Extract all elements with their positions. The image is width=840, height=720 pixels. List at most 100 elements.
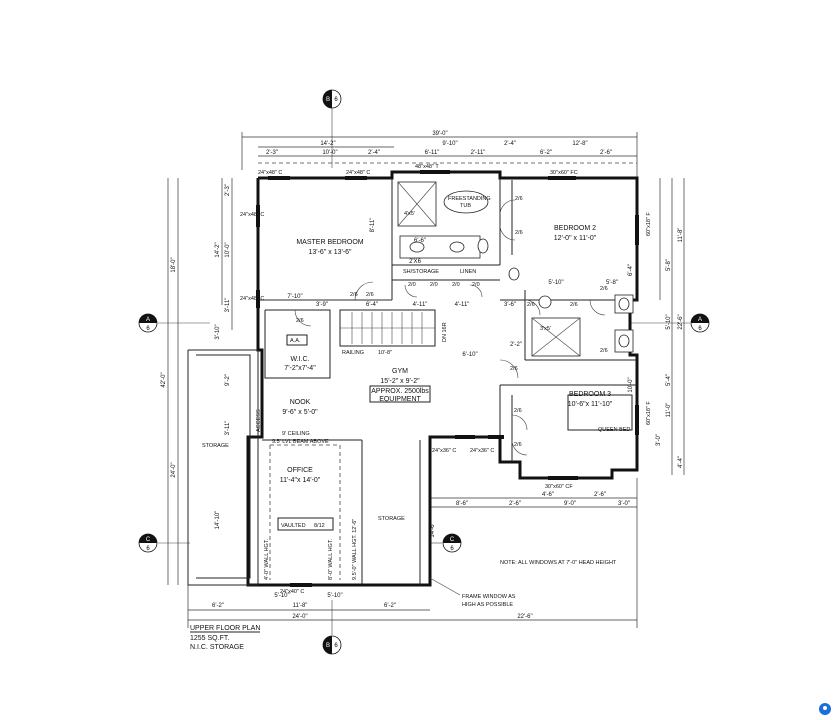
svg-text:15'-2" x 9'-2": 15'-2" x 9'-2": [380, 378, 420, 385]
plan-title-block: UPPER FLOOR PLAN 1255 SQ.FT. N.I.C. STOR…: [190, 625, 260, 651]
svg-text:4'-0" WALL HGT.: 4'-0" WALL HGT.: [264, 538, 270, 580]
svg-text:5'-8": 5'-8": [606, 280, 618, 286]
svg-text:GYM: GYM: [392, 368, 408, 375]
svg-text:11'-8": 11'-8": [678, 228, 684, 243]
svg-text:24'-0": 24'-0": [292, 614, 307, 620]
stair-treads: [340, 312, 435, 344]
svg-text:6'-6": 6'-6": [414, 238, 426, 244]
svg-text:24"x40" C: 24"x40" C: [280, 589, 304, 595]
svg-text:A.A.: A.A.: [290, 338, 301, 344]
svg-text:48"x48" T: 48"x48" T: [415, 164, 439, 170]
section-tag-b-bottom: B 6: [322, 600, 342, 655]
svg-text:24"x48" C: 24"x48" C: [240, 212, 264, 218]
svg-text:24'-0": 24'-0": [171, 462, 177, 477]
svg-text:24"x48" C: 24"x48" C: [346, 170, 370, 176]
room-master-bedroom: MASTER BEDROOM 13'-6" x 13'-6": [296, 239, 363, 256]
svg-text:6: 6: [146, 326, 150, 332]
svg-text:2'-6": 2'-6": [600, 150, 612, 156]
svg-text:STORAGE: STORAGE: [378, 516, 405, 522]
svg-text:APPROX. 2500lbs: APPROX. 2500lbs: [371, 388, 429, 395]
svg-text:6'-4": 6'-4": [366, 302, 378, 308]
svg-text:22'-6": 22'-6": [678, 314, 684, 329]
svg-text:B: B: [326, 643, 330, 649]
svg-text:TUB: TUB: [460, 203, 471, 209]
svg-text:EQUIPMENT: EQUIPMENT: [379, 396, 421, 403]
svg-text:3'-9": 3'-9": [316, 302, 328, 308]
svg-text:3'x5': 3'x5': [540, 326, 551, 332]
svg-text:2'X6: 2'X6: [409, 259, 421, 265]
svg-text:C: C: [450, 537, 455, 543]
svg-text:4'x5': 4'x5': [404, 211, 415, 217]
svg-text:2/0: 2/0: [452, 282, 460, 288]
svg-text:NOTE: ALL WINDOWS AT 7'-0" HEA: NOTE: ALL WINDOWS AT 7'-0" HEAD HEIGHT: [500, 560, 617, 566]
svg-text:2'-4": 2'-4": [368, 150, 380, 156]
section-tag-a-right: A 6: [630, 313, 710, 333]
svg-text:10'-6"x 11'-10": 10'-6"x 11'-10": [568, 401, 613, 408]
section-tag-a-left: A 6: [138, 313, 210, 333]
svg-text:2/6: 2/6: [515, 196, 523, 202]
svg-text:6'-2": 6'-2": [384, 603, 396, 609]
svg-text:BEDROOM 3: BEDROOM 3: [569, 391, 611, 398]
svg-text:4'-11": 4'-11": [455, 302, 470, 308]
svg-text:5'-10": 5'-10": [327, 593, 342, 599]
svg-text:24"x36" C: 24"x36" C: [432, 448, 456, 454]
svg-text:11'-4"x 14'-0": 11'-4"x 14'-0": [280, 477, 321, 484]
svg-text:5'-8": 5'-8": [666, 259, 672, 271]
svg-text:30"x60" CF: 30"x60" CF: [545, 484, 573, 490]
svg-text:5'-10": 5'-10": [274, 593, 289, 599]
svg-text:11'-0": 11'-0": [666, 403, 672, 418]
svg-text:24"x48" C: 24"x48" C: [258, 170, 282, 176]
svg-text:6'-2": 6'-2": [212, 603, 224, 609]
room-gym: GYM 15'-2" x 9'-2" APPROX. 2500lbs EQUIP…: [369, 368, 431, 403]
toilet: [477, 238, 489, 254]
section-tag-c-right: C 6: [430, 533, 462, 553]
svg-text:10'-0": 10'-0": [322, 150, 337, 156]
svg-text:14'-2": 14'-2": [215, 242, 221, 257]
svg-text:8'-6": 8'-6": [456, 501, 468, 507]
svg-text:2/6: 2/6: [600, 286, 608, 292]
svg-text:2/0: 2/0: [408, 282, 416, 288]
svg-text:LINEN: LINEN: [460, 269, 476, 275]
room-nook: NOOK 9'-6" x 5'-0": [282, 399, 318, 416]
svg-text:10'-8": 10'-8": [378, 350, 392, 356]
svg-text:4'-4": 4'-4": [678, 456, 684, 468]
svg-text:9'-10": 9'-10": [442, 141, 457, 147]
svg-text:2/6: 2/6: [366, 292, 374, 298]
bath-fixtures: [397, 181, 634, 357]
door-labels: 2/6 2/6 2/6 2/6 2/6 2/6 2/6 2/6 2/6 2/6 …: [296, 196, 608, 448]
svg-text:2'-6": 2'-6": [509, 501, 521, 507]
svg-text:30"x60" FC: 30"x60" FC: [550, 170, 578, 176]
svg-text:2/6: 2/6: [510, 366, 518, 372]
svg-text:10'-0": 10'-0": [225, 242, 231, 257]
svg-text:UPPER FLOOR PLAN: UPPER FLOOR PLAN: [190, 625, 260, 632]
svg-text:6: 6: [334, 643, 338, 649]
svg-text:24"x48" C: 24"x48" C: [240, 296, 264, 302]
top-dimensions: 39'-0" 14'-2" 10'-0" 2'-3" 2'-4" 9'-10" …: [241, 131, 638, 178]
left-dimensions: 18'-0" 42'-0" 24'-0" 2'-3" 14'-2" 10'-0"…: [161, 178, 264, 585]
svg-text:SH/STORAGE: SH/STORAGE: [403, 269, 439, 275]
svg-text:24"x36" C: 24"x36" C: [470, 448, 494, 454]
svg-text:B: B: [326, 97, 330, 103]
svg-text:9.5' LVL BEAM ABOVE: 9.5' LVL BEAM ABOVE: [272, 439, 329, 445]
svg-text:2'-3": 2'-3": [266, 150, 278, 156]
svg-text:9'-6" x 5'-0": 9'-6" x 5'-0": [282, 409, 318, 416]
inner-dimensions: 7'-10" 3'-9" 6'-4" 4'-11" 4'-11" 3'-6" 5…: [262, 218, 618, 538]
svg-text:2'-11": 2'-11": [471, 150, 486, 156]
svg-text:1255 SQ.FT.: 1255 SQ.FT.: [190, 635, 229, 642]
svg-text:14'-2": 14'-2": [320, 141, 335, 147]
svg-text:11'-8": 11'-8": [293, 603, 308, 609]
svg-text:18'-0": 18'-0": [171, 257, 177, 272]
svg-text:6: 6: [450, 546, 454, 552]
svg-text:12'-0" x 11'-0": 12'-0" x 11'-0": [554, 235, 597, 242]
svg-text:OFFICE: OFFICE: [287, 467, 313, 474]
svg-text:13'-6" x 13'-6": 13'-6" x 13'-6": [308, 249, 352, 256]
svg-text:VAULTED: VAULTED: [281, 523, 306, 529]
svg-text:W.I.C.: W.I.C.: [290, 356, 309, 363]
svg-text:12'-8": 12'-8": [572, 141, 587, 147]
svg-text:14'-10": 14'-10": [215, 511, 221, 530]
svg-text:FREESTANDING: FREESTANDING: [448, 196, 491, 202]
svg-text:3'-6": 3'-6": [504, 302, 516, 308]
svg-text:5'-10": 5'-10": [548, 280, 563, 286]
svg-text:60"x18" F: 60"x18" F: [646, 212, 652, 236]
svg-text:NOOK: NOOK: [290, 399, 311, 406]
